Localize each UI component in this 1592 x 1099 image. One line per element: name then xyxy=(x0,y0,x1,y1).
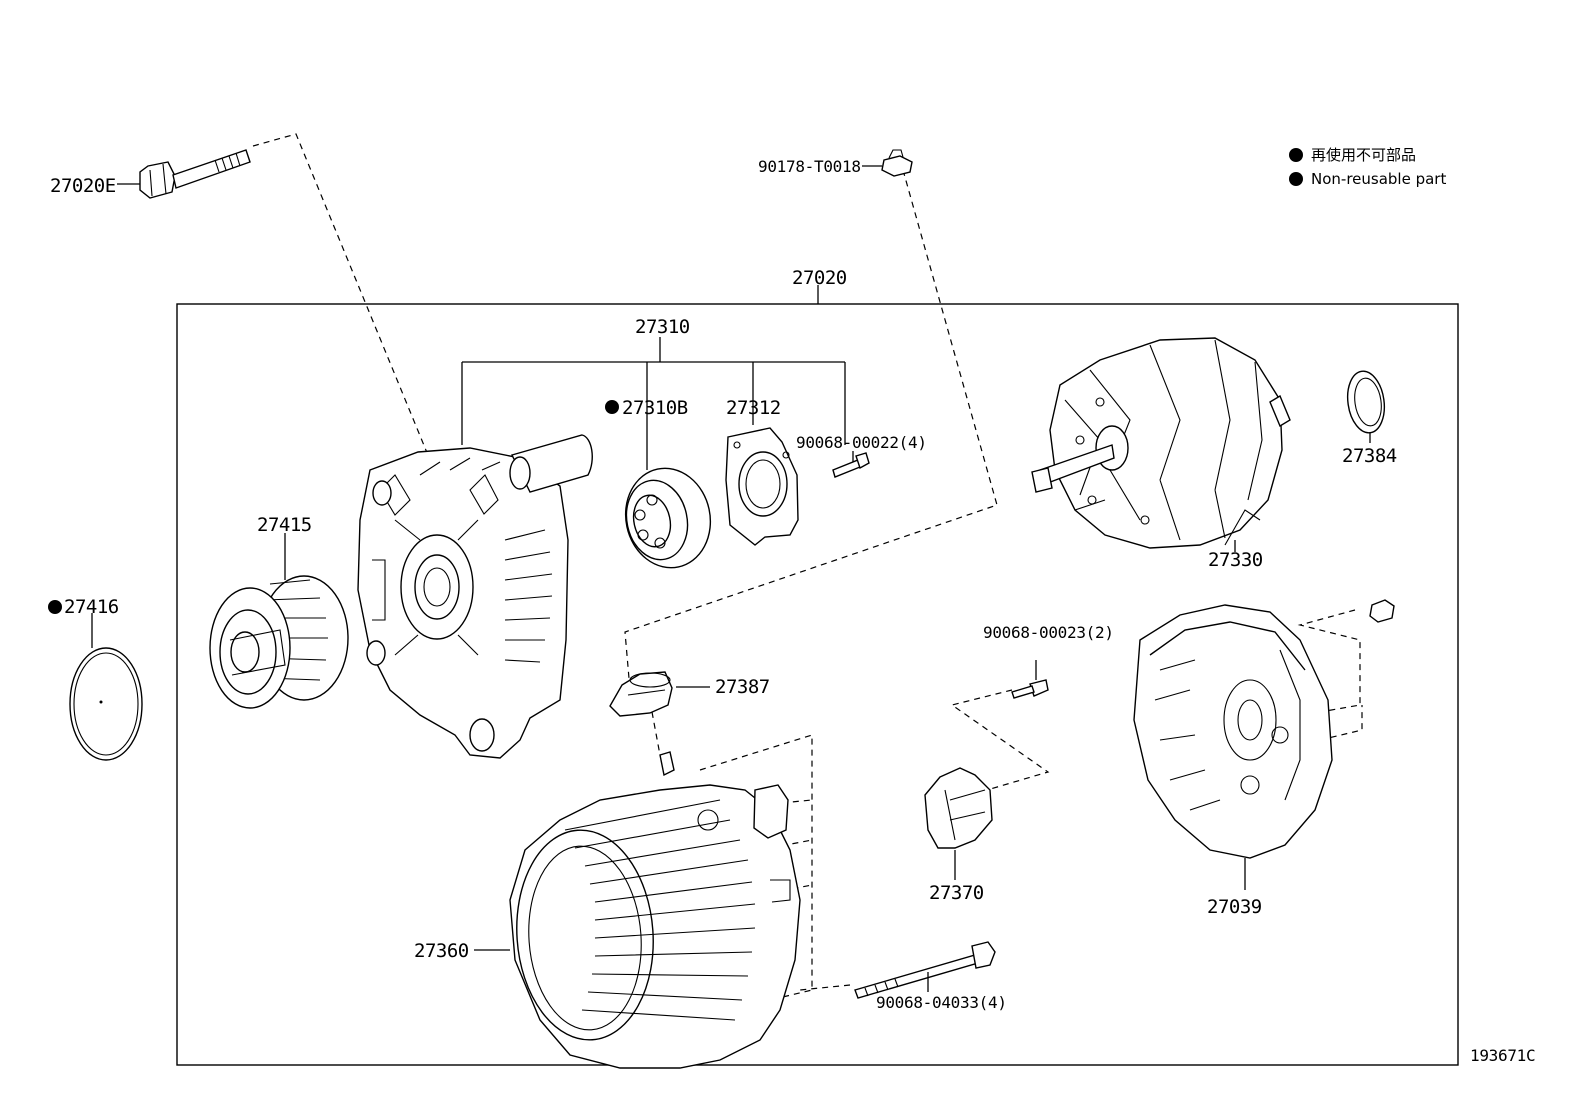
label-27415[interactable]: 27415 xyxy=(257,514,312,536)
label-27312[interactable]: 27312 xyxy=(726,397,781,419)
label-27360[interactable]: 27360 xyxy=(414,940,469,962)
legend-japanese: 再使用不可部品 xyxy=(1311,146,1416,164)
part-27360-stator[interactable] xyxy=(474,751,801,1069)
part-27384-ring[interactable] xyxy=(1344,369,1388,443)
label-27330[interactable]: 27330 xyxy=(1208,549,1263,571)
label-90068-04033[interactable]: 90068-04033(4) xyxy=(876,993,1007,1012)
part-27310B-bearing[interactable] xyxy=(617,460,720,575)
non-reusable-marker-27416 xyxy=(48,600,62,614)
part-27370-brush-holder[interactable] xyxy=(924,767,993,880)
label-27020[interactable]: 27020 xyxy=(792,267,847,289)
label-27310[interactable]: 27310 xyxy=(635,316,690,338)
part-27312-retainer-plate[interactable] xyxy=(725,427,799,546)
legend-bullet-icon xyxy=(1289,172,1303,186)
legend-bullet-icon xyxy=(1289,148,1303,162)
part-90068-00023-screw[interactable] xyxy=(1011,660,1049,699)
part-27387-insulator[interactable] xyxy=(609,671,710,717)
label-27020E[interactable]: 27020E xyxy=(50,175,116,197)
part-27039-nut[interactable] xyxy=(1369,599,1395,623)
label-27310B[interactable]: 27310B xyxy=(622,397,688,419)
part-90178-T0018-nut[interactable] xyxy=(862,149,913,177)
part-27330-rotor[interactable] xyxy=(1031,337,1291,552)
part-90068-04033-bolt[interactable] xyxy=(854,941,996,999)
part-27020E-bolt[interactable] xyxy=(117,149,251,199)
label-90068-00023[interactable]: 90068-00023(2) xyxy=(983,623,1114,642)
figure-id: 193671C xyxy=(1470,1046,1535,1065)
legend: 再使用不可部品 Non-reusable part xyxy=(1289,146,1446,188)
leader-27310 xyxy=(461,337,846,470)
label-90178-T0018[interactable]: 90178-T0018 xyxy=(758,157,861,176)
part-27416-cap[interactable] xyxy=(69,613,143,761)
part-27310-drive-end-frame[interactable] xyxy=(357,434,593,759)
label-27039[interactable]: 27039 xyxy=(1207,896,1262,918)
label-27387[interactable]: 27387 xyxy=(715,676,770,698)
legend-english: Non-reusable part xyxy=(1311,170,1446,188)
label-27370[interactable]: 27370 xyxy=(929,882,984,904)
label-27384[interactable]: 27384 xyxy=(1342,445,1397,467)
label-27416[interactable]: 27416 xyxy=(64,596,119,618)
part-90068-00022-screw[interactable] xyxy=(832,451,870,478)
label-90068-00022[interactable]: 90068-00022(4) xyxy=(796,433,927,452)
part-27415-pulley[interactable] xyxy=(209,533,349,709)
part-27039-rear-cover[interactable] xyxy=(1133,604,1333,890)
non-reusable-marker-27310B xyxy=(605,400,619,414)
